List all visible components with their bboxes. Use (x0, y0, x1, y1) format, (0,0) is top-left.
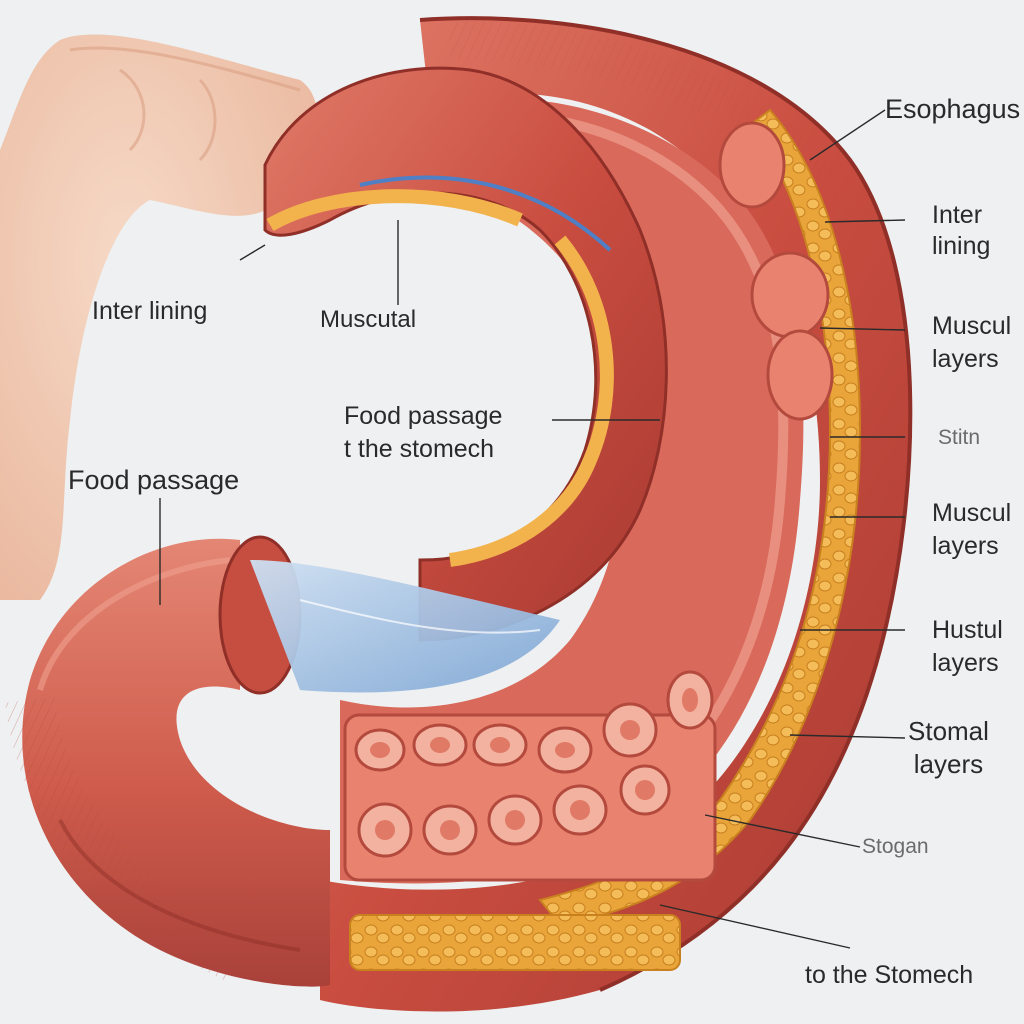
label-hustul-layers: Hustul layers (932, 614, 1003, 679)
leader-lines (159, 109, 906, 949)
hand-illustration (0, 34, 318, 601)
label-to-the-stomech: to the Stomech (805, 961, 974, 989)
label-inner-lining-left: Inter lining (92, 297, 208, 325)
label-food-passage-center-line1: Food passage (344, 402, 503, 430)
label-food-passage-left: Food passage (68, 465, 240, 495)
label-stomal-layers: Stomal layers (908, 715, 989, 780)
label-muscul-layers-2: Muscul layers (932, 497, 1011, 562)
label-muscul-layers-2-line2: layers (932, 531, 999, 560)
tube-food-passage (5, 535, 560, 987)
label-muscul-layers-1: Muscul layers (932, 310, 1011, 375)
label-food-passage-center: Food passage t the stomech (344, 400, 502, 465)
label-esophagus: Esophagus (885, 94, 1021, 124)
label-inner-lining-right-line1: Inter (932, 201, 983, 229)
label-muscul-layers-1-line2: layers (932, 344, 999, 373)
label-muscul-layers-2-line1: Muscul (932, 499, 1012, 527)
label-hustul-layers-line1: Hustul (932, 616, 1003, 644)
label-stitn: Stitn (938, 426, 981, 449)
label-hustul-layers-line2: layers (932, 648, 999, 677)
label-muscutal: Muscutal (320, 306, 417, 333)
label-inner-lining-right-line2: lining (932, 232, 991, 261)
label-stogan: Stogan (862, 835, 929, 858)
label-inner-lining-right: Inter lining (932, 200, 990, 263)
label-muscul-layers-1-line1: Muscul (932, 312, 1012, 340)
esophagus-section (263, 66, 668, 642)
fat-layer (349, 108, 862, 971)
gland-lobes (718, 121, 834, 421)
label-food-passage-center-line2: t the stomech (344, 434, 495, 463)
label-stomal-layers-line1: Stomal (908, 716, 989, 746)
label-stomal-layers-line2: layers (913, 748, 984, 779)
rugae-folds (343, 670, 717, 882)
